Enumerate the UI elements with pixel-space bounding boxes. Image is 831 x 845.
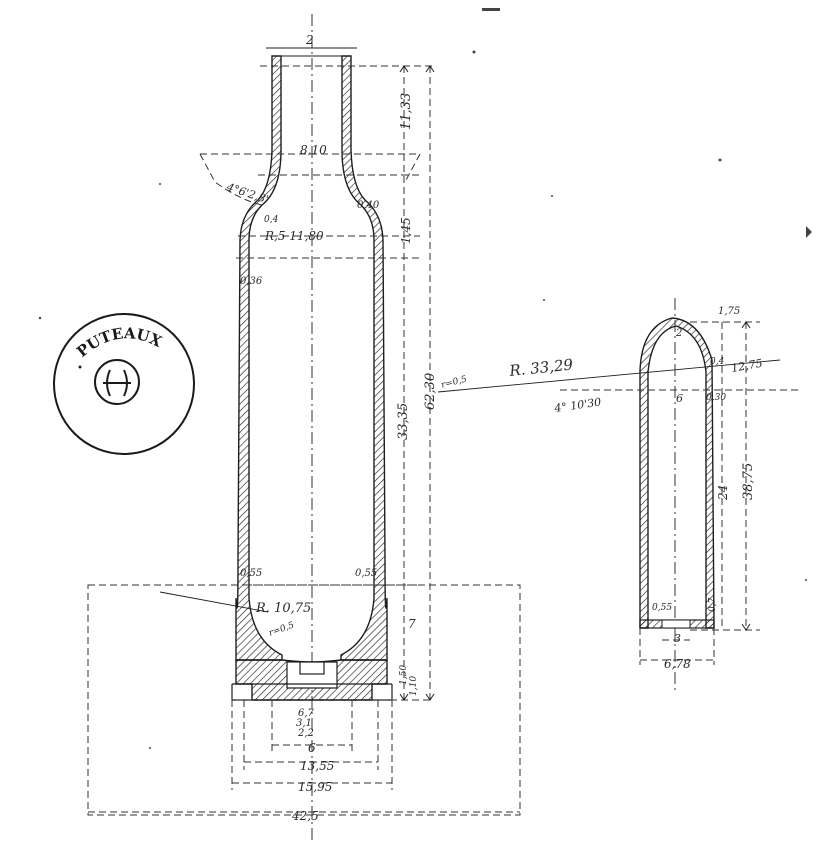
stamp-emblem-icon bbox=[103, 369, 131, 397]
bullet-base-hole-label: 3 bbox=[674, 632, 681, 645]
case-rim-lower-label: 1,10 bbox=[409, 676, 419, 696]
bullet-wall-mark-label: 0,4 bbox=[710, 357, 725, 367]
case-rim-thickness-label: 1,50 bbox=[399, 665, 409, 685]
case-body-wall-top-label: 0,36 bbox=[240, 276, 263, 287]
puteaux-stamp: PUTEAUX bbox=[53, 313, 195, 455]
case-shoulder-angle-label: 4°6'2,8' bbox=[224, 180, 270, 206]
case-base-dia-label: 13,55 bbox=[300, 759, 334, 773]
case-primer-b-label: 3,1 bbox=[296, 718, 312, 729]
case-small-radius-label: r=0,5 bbox=[268, 620, 296, 638]
bullet-overall-length-label: 38,75 bbox=[741, 463, 756, 500]
case-shoulder-wall-left-label: 0,4 bbox=[264, 215, 279, 225]
case-body-length-label: 33,35 bbox=[396, 403, 411, 440]
bullet-ogive-angle-label: 4° 10'30 bbox=[553, 396, 602, 416]
bullet-wall-left-label: 0,30 bbox=[706, 393, 726, 403]
bullet-inner-length-label: 24 bbox=[716, 485, 730, 501]
case-inner-radius-label: R. 10,75 bbox=[255, 601, 311, 616]
bullet-base-wall-label: 0,55 bbox=[652, 603, 672, 613]
case-neck-dia-label: 8,10 bbox=[300, 143, 327, 157]
case-body-wall-low-right-label: 0,55 bbox=[355, 568, 377, 579]
scan-specks bbox=[38, 8, 812, 749]
case-body-wall-low-left-label: 0,55 bbox=[240, 568, 262, 579]
case-rim-dia-label: 15,95 bbox=[298, 780, 332, 794]
case-primer-c-label: 2,2 bbox=[297, 728, 314, 739]
case-base-height-label: 7 bbox=[408, 617, 416, 631]
case-primer-width-label: 6 bbox=[308, 741, 316, 755]
bullet-inner-gap-label: 6 bbox=[676, 392, 683, 405]
bullet-base-dia-label: 6,78 bbox=[664, 657, 691, 671]
bullet-ogive-length-label: 12,75 bbox=[730, 357, 763, 375]
case-neck-top-label: 2 bbox=[305, 33, 314, 47]
bullet-drawing: R. 33,29 r=0,5 4° 10'30 1,75 2 12,75 0,4… bbox=[437, 298, 800, 690]
bullet-small-radius-label: r=0,5 bbox=[440, 374, 468, 390]
bullet-base-side-label: 0,7 bbox=[708, 597, 718, 612]
bullet-tip-dims-label: 1,75 bbox=[718, 306, 740, 317]
stamp-text-path: PUTEAUX bbox=[73, 324, 165, 361]
case-shoulder-wall-label: 0,40 bbox=[357, 200, 380, 211]
case-frame-width-label: 42,5 bbox=[291, 809, 319, 823]
case-primer-a-label: 6,7 bbox=[298, 708, 315, 719]
case-shoulder-length-label: 1,45 bbox=[399, 217, 413, 244]
bullet-tip-flat-label: 2 bbox=[675, 328, 682, 339]
stamp-text: PUTEAUX bbox=[73, 324, 165, 361]
cartridge-case-drawing: 2 11,33 8,10 4°6'2,8' 0,40 0,4 1,45 R,5 … bbox=[87, 14, 521, 840]
case-overall-length-label: 62,30 bbox=[423, 373, 438, 410]
case-shoulder-dia-label: R,5 11,80 bbox=[264, 229, 324, 243]
case-neck-length-label: 11,33 bbox=[399, 93, 414, 130]
bullet-nose-radius-label: R. 33,29 bbox=[508, 355, 575, 380]
